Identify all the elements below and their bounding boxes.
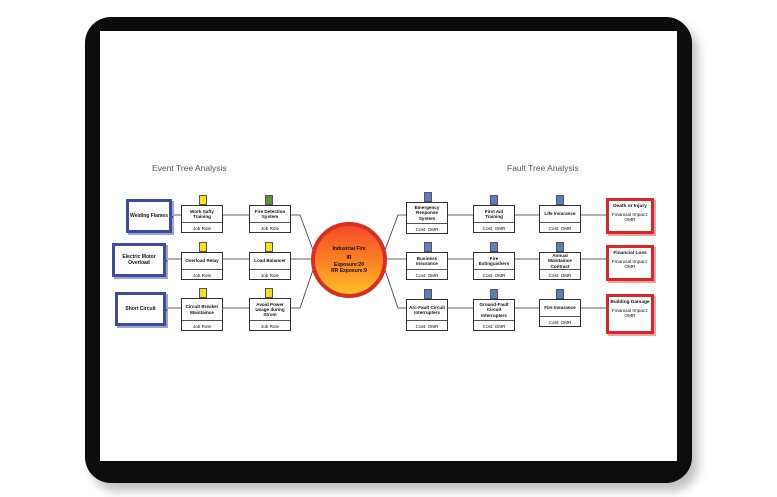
flag-yellow-icon — [199, 242, 207, 252]
flag-blue-icon — [490, 195, 498, 205]
flag-blue-icon — [556, 242, 564, 252]
flag-yellow-icon — [199, 195, 207, 205]
flag-blue-icon — [424, 192, 432, 202]
source-short-circuit[interactable]: Short Circuit — [115, 292, 167, 326]
flag-blue-icon — [490, 242, 498, 252]
source-electric-motor-overload[interactable]: Electric Motor Overload — [112, 243, 167, 277]
flag-blue-icon — [424, 242, 432, 252]
central-event-industrial-fire[interactable]: Industrial Fire IR Exposure:20 RR Exposu… — [311, 222, 387, 298]
flag-blue-icon — [424, 289, 432, 299]
fault-tree-heading: Fault Tree Analysis — [507, 163, 579, 173]
flag-yellow-icon — [265, 242, 273, 252]
source-welding-flames[interactable]: Welding Flames — [126, 199, 173, 233]
event-tree-heading: Event Tree Analysis — [152, 163, 227, 173]
flag-green-icon — [265, 195, 273, 205]
flag-blue-icon — [556, 289, 564, 299]
tablet-screen — [100, 31, 677, 461]
flag-yellow-icon — [265, 288, 273, 298]
flag-yellow-icon — [199, 288, 207, 298]
flag-blue-icon — [556, 195, 564, 205]
flag-blue-icon — [490, 289, 498, 299]
